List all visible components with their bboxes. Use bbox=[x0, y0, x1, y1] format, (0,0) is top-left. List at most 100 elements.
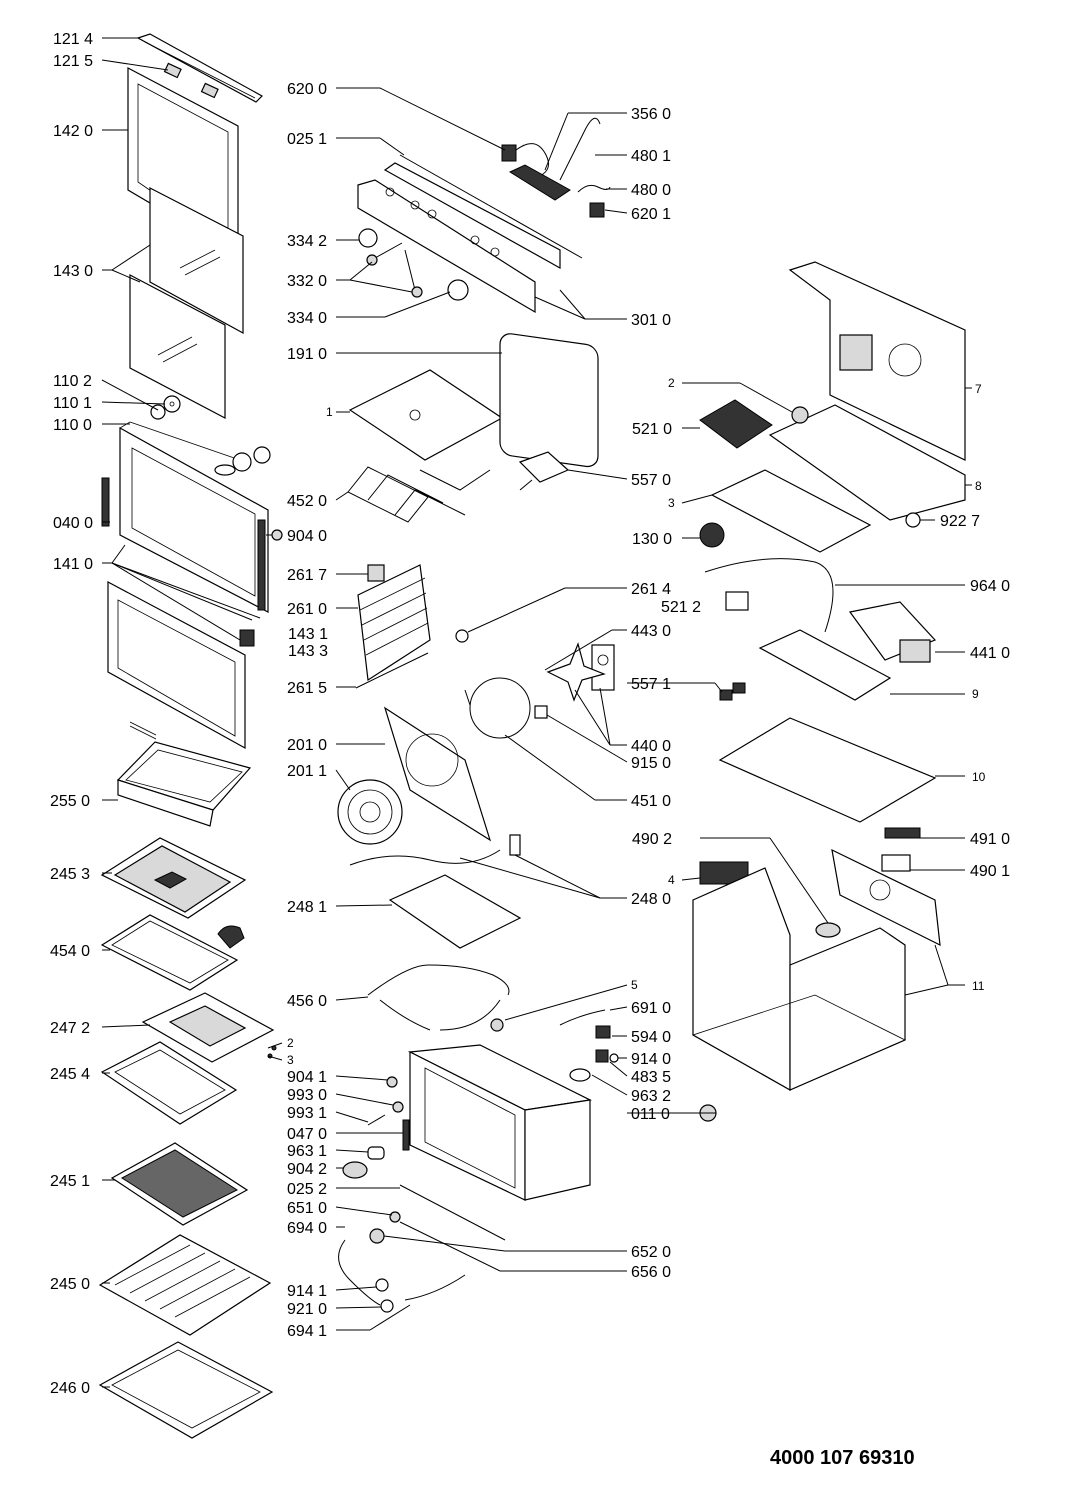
baking-tray-with-plug bbox=[100, 914, 245, 991]
bracket-047-0 bbox=[402, 1119, 410, 1151]
relay-521-2 bbox=[725, 591, 749, 611]
label-454-0: 454 0 bbox=[50, 943, 90, 960]
lamp-cover-652 bbox=[369, 1228, 385, 1244]
bottom-heating-element bbox=[367, 964, 510, 1031]
label-025-1: 025 1 bbox=[287, 131, 327, 148]
label-904-2: 904 2 bbox=[287, 1161, 327, 1178]
label-332-0: 332 0 bbox=[287, 273, 327, 290]
label-121-4: 121 4 bbox=[53, 31, 93, 48]
label-121-5: 121 5 bbox=[53, 53, 93, 70]
inner-glass-upper bbox=[149, 187, 244, 335]
label-620-0: 620 0 bbox=[287, 81, 327, 98]
label-110-1: 110 1 bbox=[53, 395, 92, 412]
label-7: 7 bbox=[975, 382, 982, 396]
cavity-bottom-trim bbox=[399, 1184, 506, 1241]
label-993-0: 993 0 bbox=[287, 1087, 327, 1104]
leader-lines bbox=[101, 37, 972, 1388]
top-cover bbox=[768, 404, 966, 521]
side-rack-runner bbox=[357, 564, 431, 682]
circular-heating-element bbox=[464, 677, 531, 739]
label-440-0: 440 0 bbox=[631, 738, 671, 755]
fan-grille bbox=[337, 779, 403, 845]
door-outer-panel bbox=[107, 581, 246, 750]
label-8: 8 bbox=[975, 479, 982, 493]
back-panel bbox=[788, 261, 966, 461]
washer-914-1 bbox=[375, 1278, 389, 1292]
terminal-594 bbox=[595, 1025, 611, 1039]
inner-glass-lower bbox=[129, 274, 226, 419]
label-11: 11 bbox=[972, 979, 985, 993]
drip-tray bbox=[116, 741, 252, 827]
label-490-2: 490 2 bbox=[632, 831, 672, 848]
label-191-0: 191 0 bbox=[287, 346, 327, 363]
part-labels: 121 4 121 5 142 0 143 0 110 2 110 1 110 … bbox=[50, 31, 1010, 1397]
label-483-5: 483 5 bbox=[631, 1069, 671, 1086]
hinge-pins bbox=[214, 446, 271, 476]
label-141-0: 141 0 bbox=[53, 556, 93, 573]
glass-clip bbox=[239, 629, 255, 647]
label-247-2: 247 2 bbox=[50, 1020, 90, 1037]
label-143-1: 143 1 bbox=[288, 626, 328, 643]
mains-terminal bbox=[881, 854, 911, 872]
thermal-fuse bbox=[719, 682, 746, 701]
label-914-1: 914 1 bbox=[287, 1283, 327, 1300]
flat-tray bbox=[98, 1341, 274, 1439]
door-hinge-left bbox=[101, 477, 110, 527]
motor-spacer bbox=[534, 705, 548, 719]
label-261-5: 261 5 bbox=[287, 680, 327, 697]
document-code: 4000 107 69310 bbox=[770, 1447, 915, 1469]
label-261-7: 261 7 bbox=[287, 567, 327, 584]
motor-130 bbox=[699, 522, 725, 548]
label-4: 4 bbox=[668, 873, 675, 887]
label-914-0: 914 0 bbox=[631, 1051, 671, 1068]
cabinet-base-plate bbox=[718, 717, 937, 823]
knob-shaft bbox=[366, 242, 423, 298]
control-panel bbox=[357, 162, 561, 314]
label-441-0: 441 0 bbox=[970, 645, 1010, 662]
label-245-3: 245 3 bbox=[50, 866, 90, 883]
screw-993-0 bbox=[392, 1101, 404, 1113]
sensor-wire bbox=[349, 849, 501, 866]
door-washer-large bbox=[163, 395, 181, 413]
label-456-0: 456 0 bbox=[287, 993, 327, 1010]
side-rail-bracket bbox=[367, 564, 385, 582]
label-915-0: 915 0 bbox=[631, 755, 671, 772]
cable-grommet-490-2 bbox=[815, 922, 841, 938]
relay-board bbox=[699, 399, 773, 449]
label-557-1: 557 1 bbox=[631, 676, 671, 693]
fuse-483 bbox=[595, 1049, 609, 1063]
heat-shield bbox=[388, 874, 522, 949]
label-040-0: 040 0 bbox=[53, 515, 93, 532]
hinge-screw bbox=[271, 529, 283, 541]
rack-rivet bbox=[455, 629, 469, 643]
label-245-1: 245 1 bbox=[50, 1173, 90, 1190]
label-963-1: 963 1 bbox=[287, 1143, 327, 1160]
label-110-2: 110 2 bbox=[53, 373, 92, 390]
label-255-0: 255 0 bbox=[50, 793, 90, 810]
door-clip-right bbox=[200, 82, 219, 99]
label-2-left: 2 bbox=[287, 1036, 294, 1050]
label-921-0: 921 0 bbox=[287, 1301, 327, 1318]
label-480-0: 480 0 bbox=[631, 182, 671, 199]
label-334-2: 334 2 bbox=[287, 233, 327, 250]
label-1: 1 bbox=[326, 405, 333, 419]
grommet bbox=[490, 1018, 504, 1032]
label-301-0: 301 0 bbox=[631, 312, 671, 329]
wire-grid bbox=[110, 1142, 249, 1226]
label-245-0: 245 0 bbox=[50, 1276, 90, 1293]
label-5: 5 bbox=[631, 978, 638, 992]
label-3-left: 3 bbox=[287, 1053, 294, 1067]
label-993-1: 993 1 bbox=[287, 1105, 327, 1122]
gasket-963-2 bbox=[569, 1068, 591, 1082]
label-694-0: 694 0 bbox=[287, 1220, 327, 1237]
washer-922-7 bbox=[905, 512, 921, 528]
label-334-0: 334 0 bbox=[287, 310, 327, 327]
panel-trim-strip bbox=[399, 154, 583, 259]
lamp-cable bbox=[338, 1239, 381, 1306]
door-gasket bbox=[499, 333, 599, 468]
programmer-board bbox=[508, 117, 601, 201]
connector-block-4 bbox=[699, 861, 749, 885]
label-691-0: 691 0 bbox=[631, 1000, 671, 1017]
oven-cavity bbox=[407, 1044, 592, 1201]
